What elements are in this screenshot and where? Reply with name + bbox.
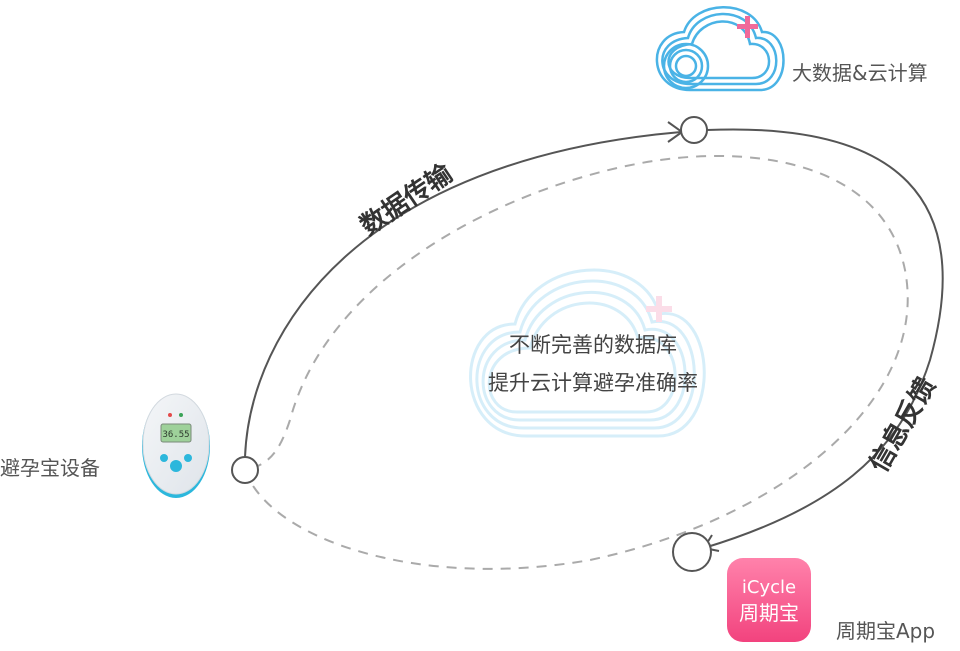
device-screen-reading: 36.55 (162, 430, 189, 440)
cloud-label: 大数据&云计算 (792, 61, 928, 85)
app-icon-line1: iCycle (742, 577, 796, 598)
app-label: 周期宝App (836, 619, 935, 643)
app-node-circle (672, 532, 712, 572)
center-text-line2: 提升云计算避孕准确率 (488, 371, 698, 395)
cloud-computing-icon (655, 6, 785, 92)
device-node-circle (231, 456, 259, 484)
app-icon-line2: 周期宝 (739, 601, 799, 625)
device-image: 36.55 (142, 393, 210, 498)
watermark-cloud-icon (469, 268, 706, 438)
cloud-node-circle (680, 116, 708, 144)
feedback-flow-label: 信息反馈 (863, 372, 942, 478)
upload-flow-label: 数据传输 (355, 157, 459, 241)
app-icon: iCycle 周期宝 (727, 558, 811, 642)
device-label: 避孕宝设备 (0, 456, 100, 480)
center-text-line1: 不断完善的数据库 (509, 333, 677, 357)
feedback-flow-arrow (703, 128, 944, 549)
inner-cycle-dashed-path (244, 155, 909, 570)
upload-flow-arrow (244, 131, 682, 458)
